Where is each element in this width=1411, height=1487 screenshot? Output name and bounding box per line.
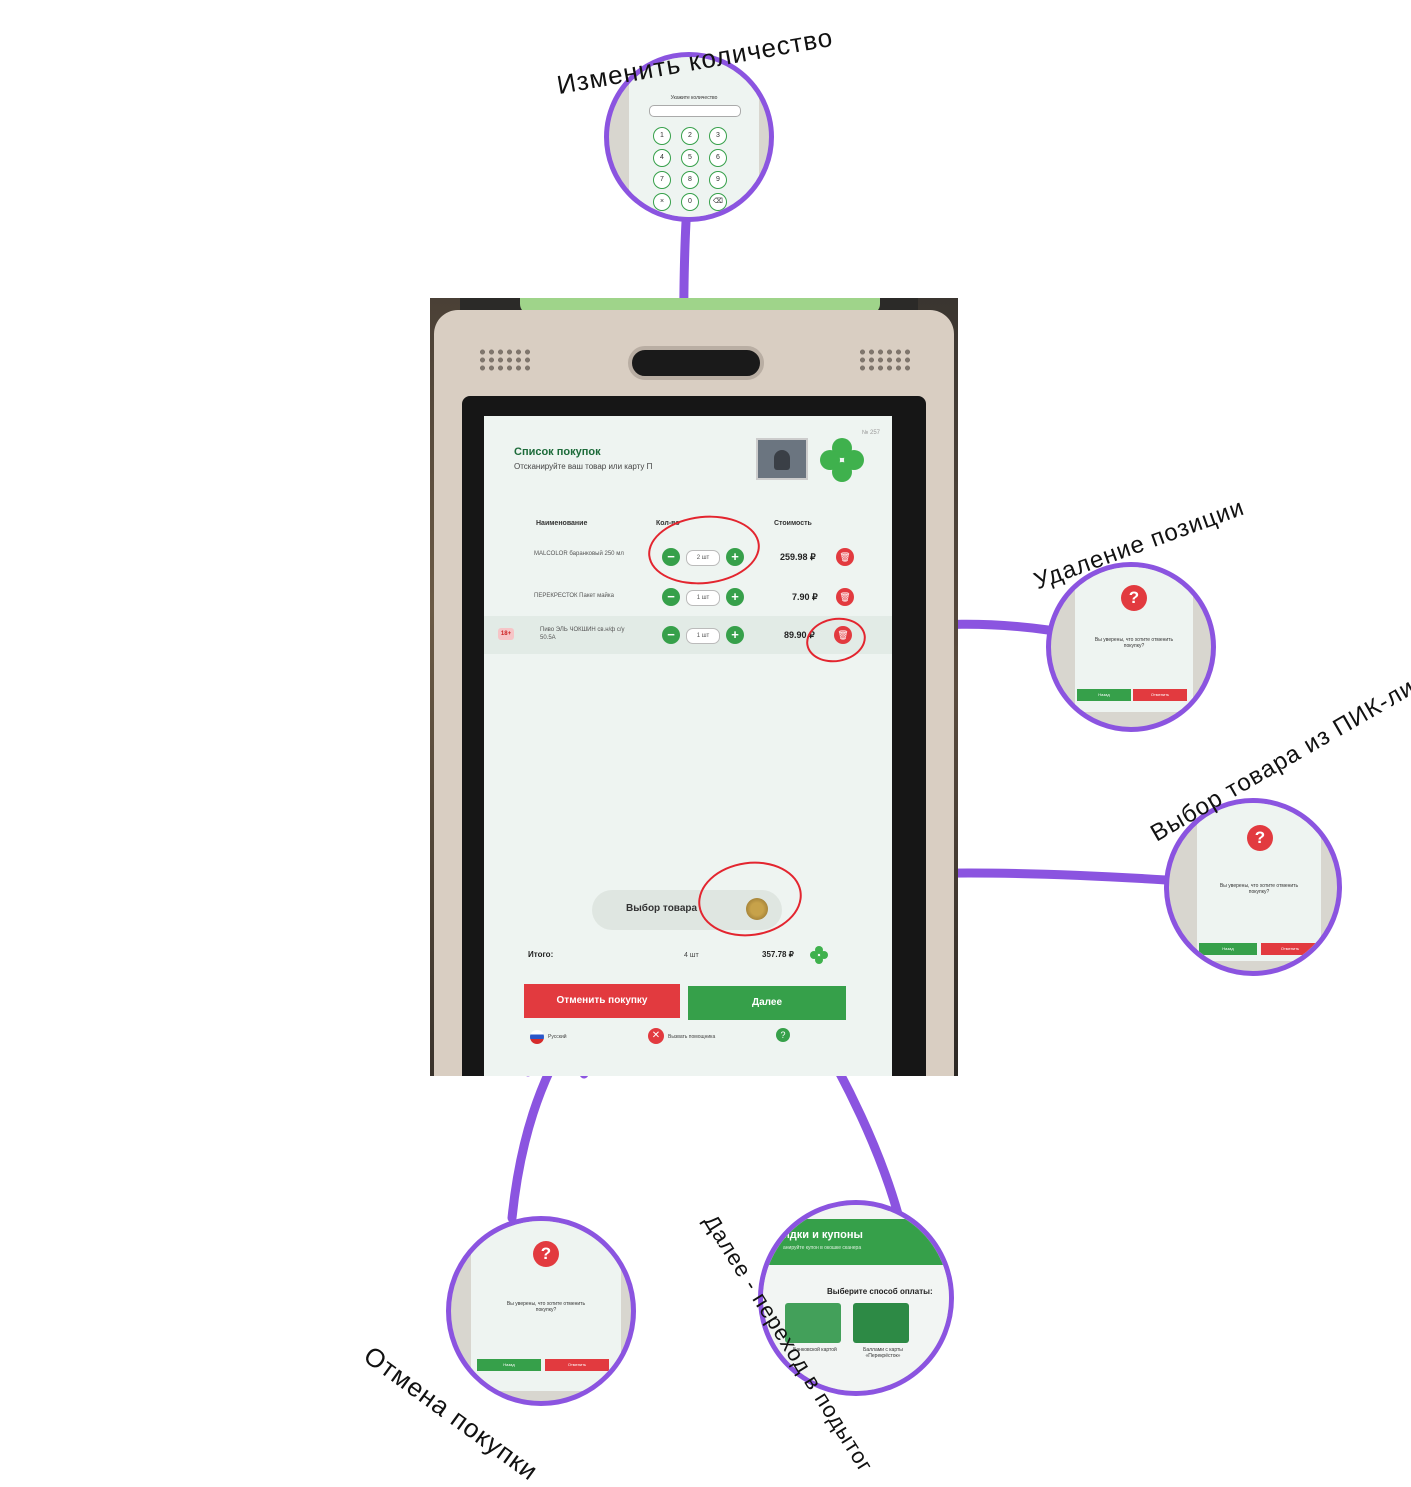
quantity-field[interactable]: 1 шт	[686, 590, 720, 606]
speaker-grill-right	[858, 348, 910, 372]
cart-row: 18+ Пиво ЭЛЬ ЧОКШИН св.н/ф с/у 50.5А − 1…	[484, 616, 892, 654]
plus-button[interactable]: +	[726, 626, 744, 644]
pick-item-button[interactable]: Выбор товара	[592, 890, 782, 930]
back-button[interactable]: Назад	[1077, 689, 1131, 701]
question-icon: ?	[1121, 585, 1147, 611]
column-price: Стоимость	[774, 520, 812, 527]
callout-cancel-circle: ? Вы уверены, что хотите отменить покупк…	[446, 1216, 636, 1406]
key-4[interactable]: 4	[653, 149, 671, 167]
quantity-field[interactable]: 1 шт	[686, 628, 720, 644]
bank-card-option[interactable]	[785, 1303, 841, 1343]
key-7[interactable]: 7	[653, 171, 671, 189]
callout-quantity-circle: Укажите количество 1 2 3 4 5 6 7 8 9 × 0…	[604, 52, 774, 222]
screen-subtitle: Отсканируйте ваш товар или карту П	[514, 462, 653, 471]
back-button[interactable]: Назад	[1199, 943, 1257, 955]
item-name: ПЕРЕКРЕСТОК Пакет майка	[534, 593, 614, 599]
camera-slot	[628, 346, 764, 380]
key-backspace[interactable]: ⌫	[709, 193, 727, 211]
confirm-cancel-button[interactable]: Отменить	[545, 1359, 609, 1371]
payment-screen: идки и купоны анируйте купон в окошке ск…	[763, 1205, 949, 1391]
total-label: Итого:	[528, 950, 554, 959]
cancel-question: Вы уверены, что хотите отменить покупку?	[506, 1301, 586, 1313]
quantity-field[interactable]: 2 шт	[686, 550, 720, 566]
payment-title: Выберите способ оплаты:	[827, 1287, 933, 1296]
screen-number: № 257	[861, 430, 880, 436]
discounts-title: идки и купоны	[783, 1229, 863, 1241]
screen-title: Список покупок	[514, 446, 601, 458]
cancel-confirm-screen: ? Вы уверены, что хотите отменить покупк…	[471, 1221, 621, 1391]
total-quantity: 4 шт	[684, 952, 699, 959]
cancel-purchase-button[interactable]: Отменить покупку	[524, 984, 680, 1018]
item-name: MALCOLOR баранковый 250 мл	[534, 551, 624, 557]
loyalty-card-label: Баллами с карты «Перекрёсток»	[863, 1347, 903, 1359]
cart-row: ПЕРЕКРЕСТОК Пакет майка − 1 шт + 7.90 ₽ …	[484, 578, 892, 616]
trash-icon[interactable]: 🗑	[834, 626, 852, 644]
key-3[interactable]: 3	[709, 127, 727, 145]
item-name: Пиво ЭЛЬ ЧОКШИН св.н/ф с/у 50.5А	[540, 627, 625, 641]
trash-icon[interactable]: 🗑	[836, 588, 854, 606]
key-1[interactable]: 1	[653, 127, 671, 145]
confirm-cancel-button[interactable]: Отменить	[1261, 943, 1319, 955]
pick-question: Вы уверены, что хотите отменить покупку?	[1219, 883, 1299, 895]
discounts-subtitle: анируйте купон в окошке сканера	[783, 1245, 862, 1251]
callout-next-circle: идки и купоны анируйте купон в окошке ск…	[758, 1200, 954, 1396]
total-price: 357.78 ₽	[762, 950, 794, 959]
delete-confirm-screen: ? Вы уверены, что хотите отменить покупк…	[1075, 567, 1193, 712]
key-2[interactable]: 2	[681, 127, 699, 145]
russian-flag-icon[interactable]	[530, 1030, 544, 1044]
perekrestok-logo-icon	[820, 438, 864, 482]
clover-icon	[810, 946, 828, 964]
back-button[interactable]: Назад	[477, 1359, 541, 1371]
key-clear[interactable]: ×	[653, 193, 671, 211]
speaker-grill-left	[478, 348, 530, 372]
plus-button[interactable]: +	[726, 548, 744, 566]
trash-icon[interactable]: 🗑	[836, 548, 854, 566]
language-label[interactable]: Русский	[548, 1034, 567, 1040]
bagel-icon	[746, 898, 768, 920]
callout-delete-circle: ? Вы уверены, что хотите отменить покупк…	[1046, 562, 1216, 732]
age-badge: 18+	[498, 628, 514, 640]
question-icon: ?	[533, 1241, 559, 1267]
next-button[interactable]: Далее	[688, 986, 846, 1020]
key-8[interactable]: 8	[681, 171, 699, 189]
question-icon: ?	[1247, 825, 1273, 851]
discounts-header: идки и купоны анируйте купон в окошке ск…	[763, 1219, 949, 1265]
camera-preview	[756, 438, 808, 480]
kiosk-screen: Список покупок Отсканируйте ваш товар ил…	[484, 416, 892, 1076]
item-price: 7.90 ₽	[792, 592, 818, 602]
minus-button[interactable]: −	[662, 588, 680, 606]
item-price: 259.98 ₽	[780, 552, 816, 562]
pick-confirm-screen: ? Вы уверены, что хотите отменить покупк…	[1197, 803, 1321, 961]
help-icon[interactable]: ✕	[648, 1028, 664, 1044]
quantity-keypad-screen: Укажите количество 1 2 3 4 5 6 7 8 9 × 0…	[629, 57, 759, 217]
pick-item-label: Выбор товара	[626, 903, 698, 914]
call-assistant-label[interactable]: Вызвать помощника	[668, 1034, 716, 1040]
key-0[interactable]: 0	[681, 193, 699, 211]
key-5[interactable]: 5	[681, 149, 699, 167]
key-6[interactable]: 6	[709, 149, 727, 167]
confirm-cancel-button[interactable]: Отменить	[1133, 689, 1187, 701]
key-9[interactable]: 9	[709, 171, 727, 189]
callout-pick-circle: ? Вы уверены, что хотите отменить покупк…	[1164, 798, 1342, 976]
column-name: Наименование	[536, 520, 588, 527]
minus-button[interactable]: −	[662, 548, 680, 566]
delete-question: Вы уверены, что хотите отменить покупку?	[1094, 637, 1174, 649]
kiosk-photo: Список покупок Отсканируйте ваш товар ил…	[430, 298, 958, 1076]
loyalty-card-option[interactable]	[853, 1303, 909, 1343]
minus-button[interactable]: −	[662, 626, 680, 644]
item-price: 89.90 ₽	[784, 630, 815, 640]
quantity-input[interactable]	[649, 105, 741, 117]
quantity-prompt: Укажите количество	[670, 95, 718, 101]
plus-button[interactable]: +	[726, 588, 744, 606]
column-qty: Кол-во	[656, 520, 680, 527]
cart-row: MALCOLOR баранковый 250 мл − 2 шт + 259.…	[484, 538, 892, 576]
info-icon[interactable]: ?	[776, 1028, 790, 1042]
bank-card-label: Банковской картой	[793, 1347, 837, 1353]
